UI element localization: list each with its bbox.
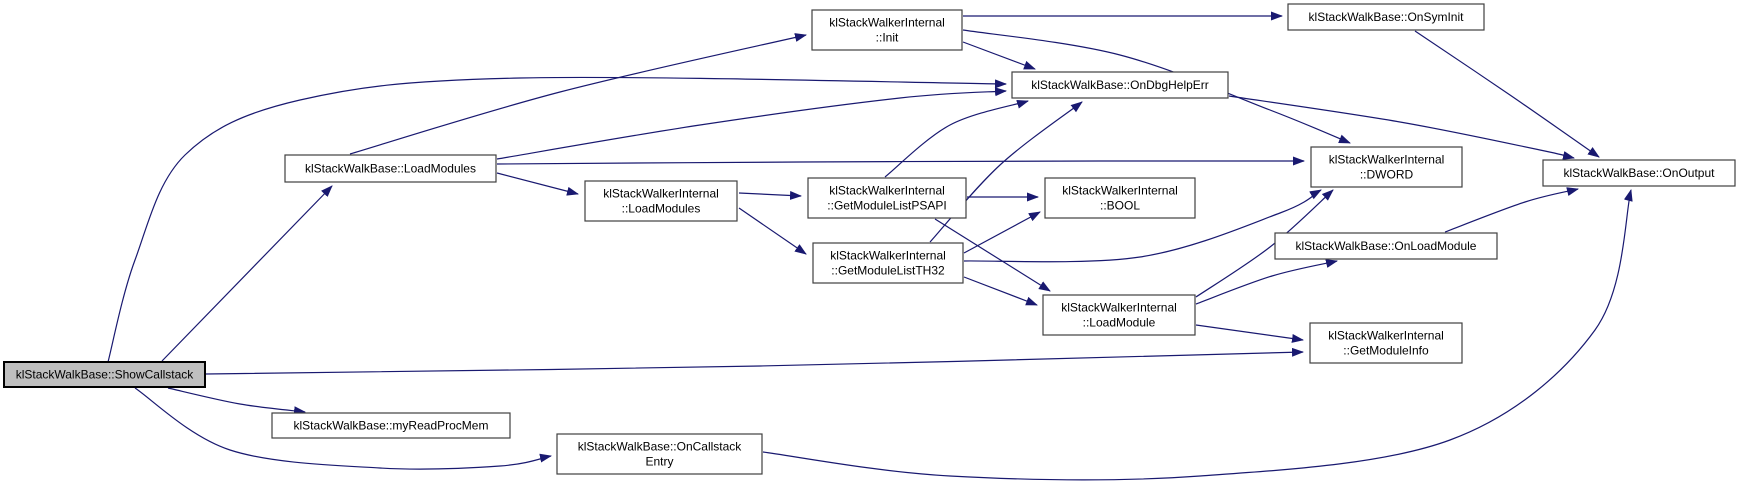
node-label-myreadprocmem-line0: klStackWalkBase::myReadProcMem <box>294 419 489 433</box>
edge-loadmodules_base-to-loadmodules_int <box>496 172 579 196</box>
node-label-getmodulelistpsapi-line1: ::GetModuleListPSAPI <box>827 199 946 213</box>
node-getmoduleinfo[interactable]: klStackWalkerInternal::GetModuleInfo <box>1309 322 1463 364</box>
edge-ondbghelperr-to-onoutput <box>1228 95 1575 160</box>
node-label-onsyminit-line0: klStackWalkBase::OnSymInit <box>1309 10 1465 24</box>
edge-getmodulelistth32-to-ondbghelperr <box>929 101 1083 243</box>
edge-getmodulelistpsapi-to-loadmodule_int <box>934 218 1051 292</box>
node-dword[interactable]: klStackWalkerInternal::DWORD <box>1310 146 1463 188</box>
node-label-oncallstackentry-line0: klStackWalkBase::OnCallstack <box>578 440 743 454</box>
edge-loadmodules_int-to-getmodulelistpsapi <box>738 190 802 200</box>
nodes-layer: klStackWalkBase::ShowCallstackklStackWal… <box>3 3 1736 475</box>
node-label-loadmodule_int-line0: klStackWalkerInternal <box>1061 301 1177 315</box>
edge-getmodulelistth32-to-bool <box>963 211 1041 254</box>
node-label-dword-line0: klStackWalkerInternal <box>1329 153 1445 167</box>
edge-getmodulelistth32-to-dword <box>963 189 1322 263</box>
edge-showcallstack-to-ondbghelperr <box>107 76 1007 363</box>
edge-loadmodules_base-to-ondbghelperr <box>496 87 1007 160</box>
node-label-getmodulelistpsapi-line0: klStackWalkerInternal <box>829 184 945 198</box>
node-label-loadmodule_int-line1: ::LoadModule <box>1083 316 1156 330</box>
edge-loadmodule_int-to-onloadmodule <box>1195 259 1338 305</box>
edge-showcallstack-to-myreadprocmem <box>167 387 306 416</box>
node-label-getmoduleinfo-line0: klStackWalkerInternal <box>1328 329 1444 343</box>
edge-showcallstack-to-loadmodules_base <box>161 185 333 362</box>
node-label-oncallstackentry-line1: Entry <box>645 455 673 469</box>
node-label-onloadmodule-line0: klStackWalkBase::OnLoadModule <box>1296 239 1477 253</box>
node-label-init-line0: klStackWalkerInternal <box>829 16 945 30</box>
node-bool[interactable]: klStackWalkerInternal::BOOL <box>1044 177 1196 219</box>
node-myreadprocmem[interactable]: klStackWalkBase::myReadProcMem <box>271 412 511 439</box>
node-ondbghelperr[interactable]: klStackWalkBase::OnDbgHelpErr <box>1011 71 1229 99</box>
edge-onloadmodule-to-onoutput <box>1444 187 1579 233</box>
node-label-onoutput-line0: klStackWalkBase::OnOutput <box>1564 166 1716 180</box>
node-label-loadmodules_base-line0: klStackWalkBase::LoadModules <box>305 162 476 176</box>
node-label-loadmodules_int-line1: ::LoadModules <box>622 202 701 216</box>
node-label-bool-line0: klStackWalkerInternal <box>1062 184 1178 198</box>
node-init[interactable]: klStackWalkerInternal::Init <box>811 9 963 51</box>
node-label-dword-line1: ::DWORD <box>1360 168 1414 182</box>
edge-loadmodule_int-to-getmoduleinfo <box>1195 324 1304 343</box>
edge-showcallstack-to-oncallstackentry <box>134 387 552 470</box>
node-label-showcallstack-line0: klStackWalkBase::ShowCallstack <box>16 368 195 382</box>
node-label-init-line1: ::Init <box>876 31 899 45</box>
edges-layer <box>107 11 1633 481</box>
node-getmodulelistth32[interactable]: klStackWalkerInternal::GetModuleListTH32 <box>812 242 964 284</box>
edge-onsyminit-to-onoutput <box>1414 30 1600 158</box>
edge-getmodulelistpsapi-to-ondbghelperr <box>884 99 1029 178</box>
node-label-getmodulelistth32-line1: ::GetModuleListTH32 <box>831 264 945 278</box>
node-loadmodules_base[interactable]: klStackWalkBase::LoadModules <box>284 154 497 183</box>
edge-getmodulelistth32-to-loadmodule_int <box>963 276 1038 306</box>
edge-showcallstack-to-getmoduleinfo <box>205 347 1304 375</box>
node-loadmodules_int[interactable]: klStackWalkerInternal::LoadModules <box>584 180 738 222</box>
edge-init-to-ondbghelperr <box>962 41 1036 70</box>
edge-oncallstackentry-to-onoutput <box>762 189 1633 481</box>
node-onsyminit[interactable]: klStackWalkBase::OnSymInit <box>1287 3 1485 31</box>
edge-loadmodules_base-to-init <box>349 33 807 155</box>
edge-loadmodules_base-to-dword <box>496 156 1305 166</box>
node-onoutput[interactable]: klStackWalkBase::OnOutput <box>1542 159 1736 187</box>
node-getmodulelistpsapi[interactable]: klStackWalkerInternal::GetModuleListPSAP… <box>807 177 967 219</box>
edge-loadmodules_int-to-getmodulelistth32 <box>738 207 807 255</box>
edge-loadmodule_int-to-dword <box>1195 189 1334 298</box>
node-showcallstack[interactable]: klStackWalkBase::ShowCallstack <box>3 361 206 388</box>
node-label-getmodulelistth32-line0: klStackWalkerInternal <box>830 249 946 263</box>
node-label-loadmodules_int-line0: klStackWalkerInternal <box>603 187 719 201</box>
node-label-bool-line1: ::BOOL <box>1100 199 1140 213</box>
node-onloadmodule[interactable]: klStackWalkBase::OnLoadModule <box>1274 232 1498 260</box>
node-loadmodule_int[interactable]: klStackWalkerInternal::LoadModule <box>1042 294 1196 336</box>
node-label-ondbghelperr-line0: klStackWalkBase::OnDbgHelpErr <box>1031 78 1209 92</box>
node-label-getmoduleinfo-line1: ::GetModuleInfo <box>1343 344 1429 358</box>
